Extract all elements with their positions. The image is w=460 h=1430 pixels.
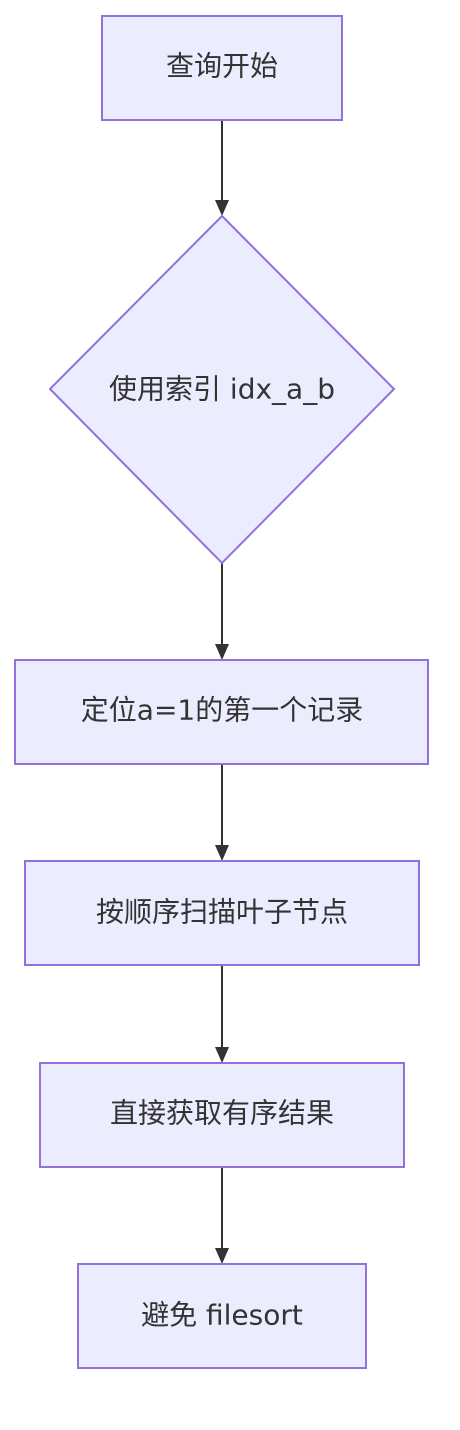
node-start: 查询开始 (101, 15, 343, 121)
node-scan: 按顺序扫描叶子节点 (24, 860, 420, 966)
node-locate-box (14, 659, 429, 765)
node-use-index-label: 使用索引 idx_a_b (109, 373, 335, 406)
edge-scan-to-fetch (215, 965, 229, 1063)
edge-locate-to-scan (215, 764, 229, 861)
edge-start-to-use-index (215, 120, 229, 216)
node-scan-box (24, 860, 420, 966)
node-fetch-box (39, 1062, 405, 1168)
node-avoid-label: 避免 filesort (141, 1299, 303, 1332)
edge-fetch-to-avoid (215, 1166, 229, 1264)
node-start-label: 查询开始 (166, 50, 278, 83)
node-fetch-label: 直接获取有序结果 (110, 1097, 334, 1130)
node-locate-label: 定位a=1的第一个记录 (81, 694, 363, 727)
edges (215, 120, 229, 1264)
node-locate: 定位a=1的第一个记录 (14, 659, 429, 765)
node-use-index-diamond (48, 214, 396, 565)
node-scan-label: 按顺序扫描叶子节点 (96, 896, 348, 929)
node-avoid: 避免 filesort (77, 1263, 367, 1369)
node-start-box (101, 15, 343, 121)
node-fetch: 直接获取有序结果 (39, 1062, 405, 1168)
node-use-index: 使用索引 idx_a_b (48, 214, 396, 565)
edge-use-index-to-locate (215, 563, 229, 660)
node-avoid-box (77, 1263, 367, 1369)
